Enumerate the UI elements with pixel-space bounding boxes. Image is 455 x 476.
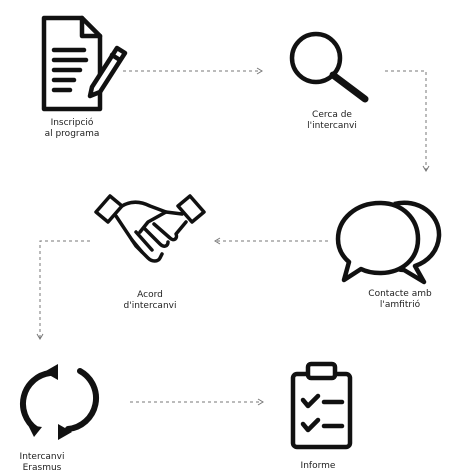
step-label-line: Erasmus bbox=[22, 463, 62, 473]
step-label-line: Contacte amb bbox=[368, 289, 432, 299]
step-label-line: Intercanvi bbox=[19, 452, 65, 462]
speech-bubbles-icon bbox=[335, 200, 442, 285]
connector-4-5 bbox=[36, 240, 90, 340]
magnifier-icon bbox=[289, 31, 369, 103]
step-label-cerca: Cerca de l'intercanvi bbox=[307, 110, 357, 132]
step-label-contacte: Contacte amb l'amfitrió bbox=[368, 289, 431, 311]
step-label-informe: Informe bbox=[301, 461, 336, 472]
step-label-intercanvi: Intercanvi Erasmus bbox=[20, 452, 65, 474]
step-label-line: l'intercanvi bbox=[307, 121, 357, 131]
cycle-arrows-icon bbox=[20, 364, 100, 440]
step-label-line: Inscripció bbox=[50, 118, 94, 128]
step-label-line: al programa bbox=[44, 129, 100, 139]
step-label-line: Informe bbox=[300, 461, 336, 471]
step-label-line: d'intercanvi bbox=[123, 301, 177, 311]
step-label-inscripcio: Inscripció al programa bbox=[45, 118, 100, 140]
connector-2-3 bbox=[385, 70, 430, 172]
step-label-acord: Acord d'intercanvi bbox=[124, 290, 177, 312]
step-label-line: Acord bbox=[137, 290, 163, 300]
document-pen-icon bbox=[41, 15, 128, 112]
step-label-line: l'amfitrió bbox=[379, 300, 421, 310]
handshake-icon bbox=[94, 194, 206, 263]
checklist-clipboard-icon bbox=[290, 361, 353, 450]
step-label-line: Cerca de bbox=[312, 110, 352, 120]
